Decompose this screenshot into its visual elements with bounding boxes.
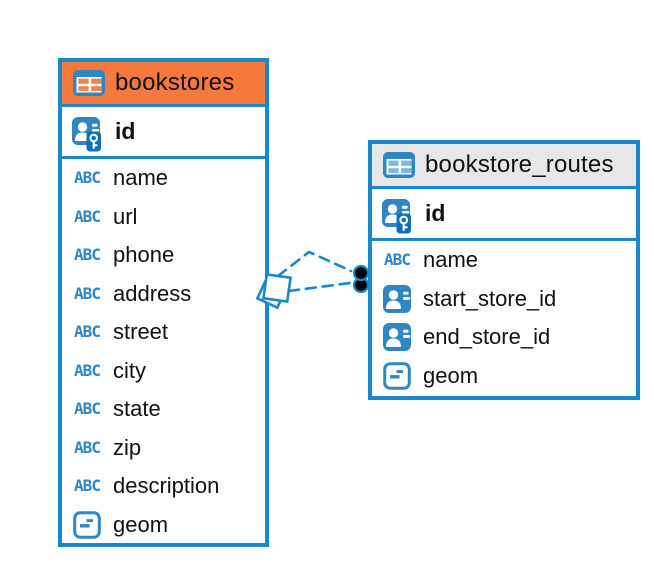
geometry-type-icon	[379, 361, 415, 390]
text-type-icon: ABC	[74, 476, 101, 496]
relation-line-upper	[276, 250, 353, 278]
column-name: description	[113, 473, 220, 499]
foreign-key-icon	[379, 322, 415, 352]
column-row-geom[interactable]: geom	[372, 357, 636, 396]
column-name: address	[113, 280, 192, 306]
column-name: geom	[113, 511, 169, 537]
geometry-type-icon	[69, 510, 105, 539]
primary-key-icon	[380, 194, 416, 234]
column-name: end_store_id	[423, 324, 551, 350]
primary-key-row-id[interactable]: id	[62, 107, 265, 159]
relation-line-lower	[287, 281, 352, 293]
column-row-phone[interactable]: ABC phone	[62, 236, 265, 275]
table-icon	[73, 70, 105, 96]
column-name: zip	[113, 434, 142, 460]
column-row-city[interactable]: ABC city	[62, 352, 265, 391]
text-type-icon: ABC	[74, 360, 101, 380]
column-name: state	[113, 396, 161, 422]
text-type-icon: ABC	[74, 399, 101, 419]
bookstores-table-header[interactable]: bookstores	[62, 62, 265, 107]
column-name: geom	[423, 362, 479, 388]
text-type-icon: ABC	[74, 283, 101, 303]
bookstore-routes-table-header[interactable]: bookstore_routes	[372, 144, 636, 189]
text-type-icon: ABC	[74, 245, 101, 265]
text-type-icon: ABC	[74, 322, 101, 342]
table-icon	[383, 152, 415, 178]
text-type-icon: ABC	[384, 250, 411, 270]
column-row-name[interactable]: ABC name	[62, 159, 265, 198]
column-row-geom[interactable]: geom	[62, 506, 265, 545]
column-row-state[interactable]: ABC state	[62, 390, 265, 429]
column-name: city	[113, 357, 146, 383]
table-title: bookstores	[115, 69, 235, 96]
column-name: street	[113, 319, 169, 345]
text-type-icon: ABC	[74, 168, 101, 188]
column-name: phone	[113, 242, 175, 268]
column-row-start-store-id[interactable]: start_store_id	[372, 280, 636, 319]
column-row-zip[interactable]: ABC zip	[62, 429, 265, 468]
primary-key-name: id	[115, 118, 136, 144]
bookstores-table[interactable]: bookstores id ABC name	[58, 58, 269, 547]
text-type-icon: ABC	[74, 206, 101, 226]
column-name: name	[113, 165, 169, 191]
column-name: name	[423, 247, 479, 273]
column-row-name[interactable]: ABC name	[372, 241, 636, 280]
table-title: bookstore_routes	[425, 151, 614, 178]
primary-key-icon	[70, 112, 106, 152]
bookstore-routes-table[interactable]: bookstore_routes id ABC name	[368, 140, 640, 400]
column-name: url	[113, 203, 138, 229]
relation-dot-endpoints	[352, 264, 370, 294]
primary-key-name: id	[425, 200, 446, 226]
primary-key-row-id[interactable]: id	[372, 189, 636, 241]
column-row-address[interactable]: ABC address	[62, 275, 265, 314]
column-row-url[interactable]: ABC url	[62, 198, 265, 237]
foreign-key-icon	[379, 284, 415, 314]
column-row-street[interactable]: ABC street	[62, 313, 265, 352]
column-name: start_store_id	[423, 285, 557, 311]
column-row-end-store-id[interactable]: end_store_id	[372, 318, 636, 357]
text-type-icon: ABC	[74, 437, 101, 457]
column-row-description[interactable]: ABC description	[62, 467, 265, 506]
